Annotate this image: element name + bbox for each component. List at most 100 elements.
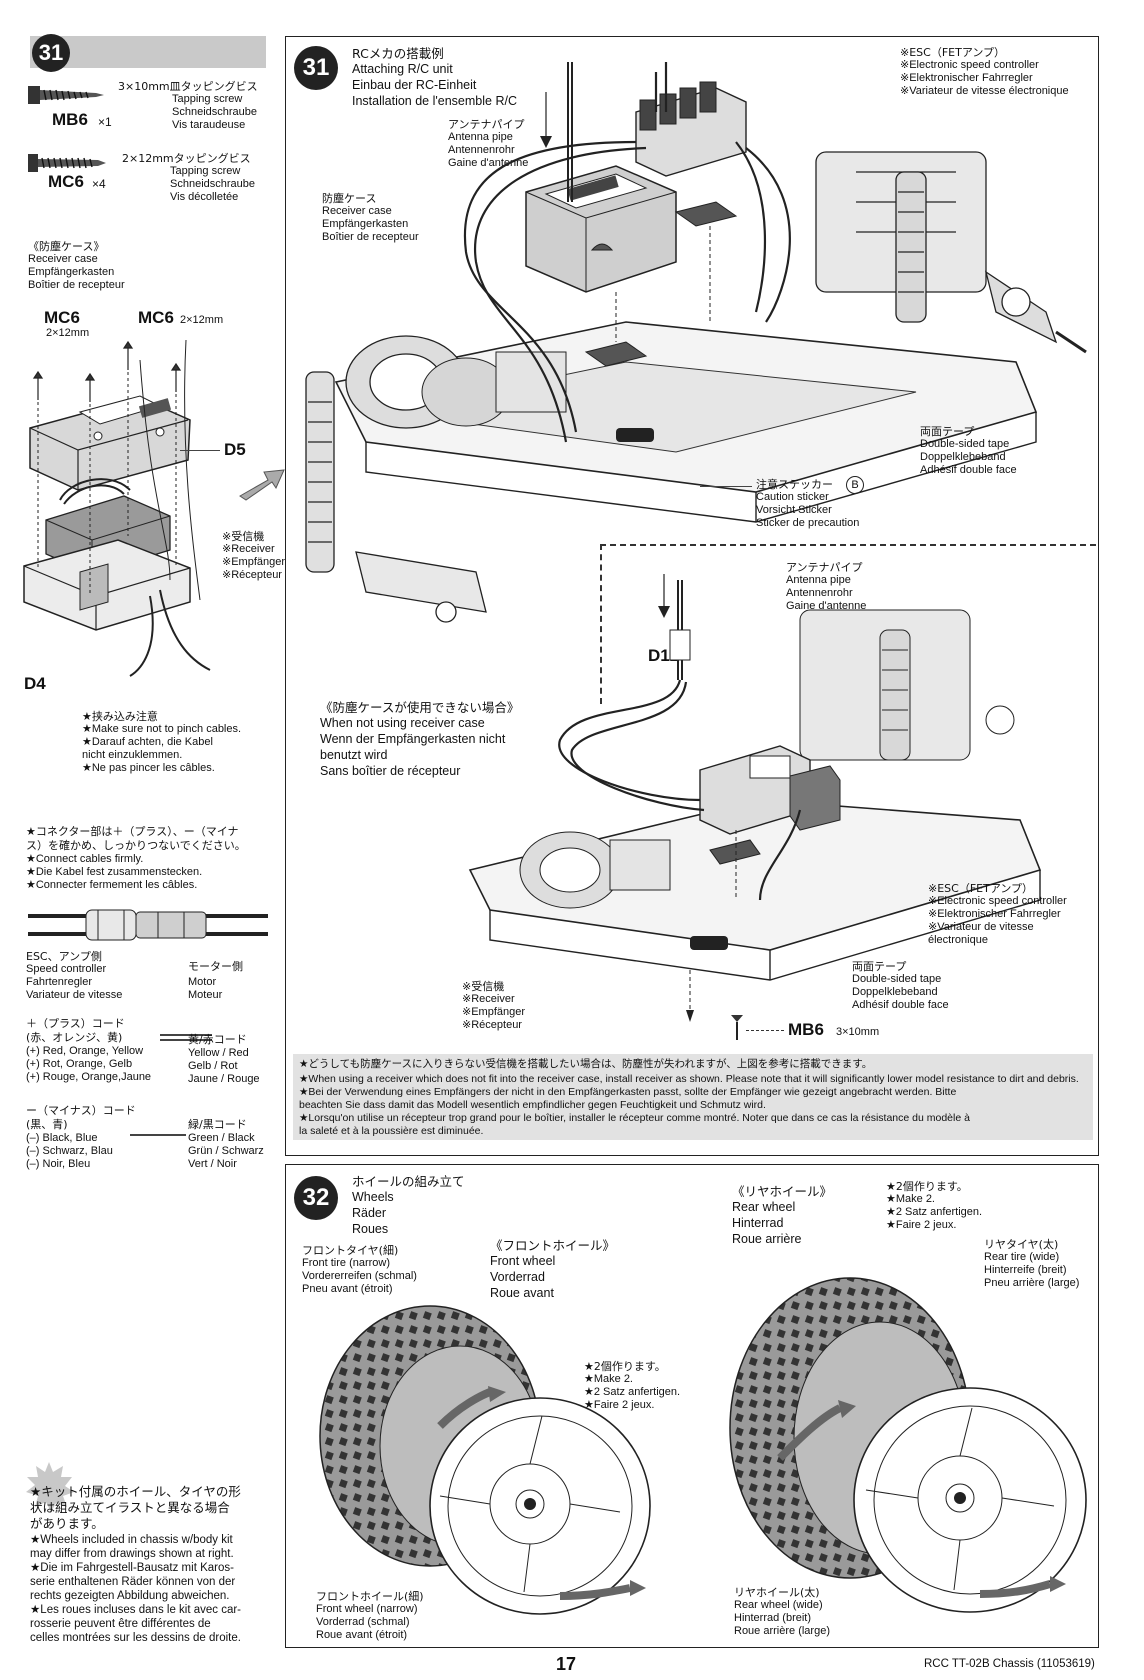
- mc6-name-en: Tapping screw: [170, 165, 241, 177]
- step31-title-fr: Installation de l'ensemble R/C: [352, 94, 517, 108]
- plus-motor-jp: 黄/赤コード: [188, 1033, 247, 1046]
- front-tire-jp: フロントタイヤ(細): [302, 1244, 399, 1257]
- front-wheel-fr: Roue avant (étroit): [316, 1629, 408, 1641]
- rear-wheel-head-fr: Roue arrière: [732, 1232, 802, 1246]
- pinch-note-de2: nicht einzuklemmen.: [82, 749, 183, 761]
- receiver-case-en: Receiver case: [28, 253, 98, 265]
- esc-label-de: ※Elektronischer Fahrregler: [900, 72, 1033, 84]
- rear-tire-de: Hinterreife (breit): [984, 1264, 1067, 1276]
- step32-badge: 32: [294, 1176, 338, 1220]
- minus-motor-fr: Vert / Noir: [188, 1158, 237, 1170]
- plus-cord-fr: (+) Rouge, Orange,Jaune: [26, 1071, 152, 1083]
- front-wheel-head-de: Vorderrad: [490, 1270, 545, 1284]
- front-tire-fr: Pneu avant (étroit): [302, 1283, 393, 1295]
- make2-rear-fr: ★Faire 2 jeux.: [886, 1219, 957, 1231]
- esc-side-de: Fahrtenregler: [26, 976, 93, 988]
- make2-front-jp: ★2個作ります。: [584, 1360, 666, 1373]
- wheel-variation-note: ★キット付属のホイール、タイヤの形 状は組み立てイラストと異なる場合 があります…: [26, 1480, 266, 1680]
- alt-esc-de: ※Elektronischer Fahrregler: [928, 908, 1061, 920]
- tape-label-en: Double-sided tape: [920, 438, 1010, 450]
- receiver-note-fr1: ★Lorsqu'on utilise un récepteur trop gra…: [299, 1112, 970, 1124]
- tape-label-fr: Adhésif double face: [920, 464, 1017, 476]
- sticker-label-jp: 注意ステッカー: [756, 478, 833, 491]
- rear-tire-jp: リヤタイヤ(太): [984, 1238, 1059, 1251]
- rear-wheel-head-jp: 《リヤホイール》: [732, 1184, 833, 1199]
- mb6-name-fr: Vis taraudeuse: [172, 119, 246, 131]
- minus-motor-jp: 緑/黒コード: [188, 1118, 247, 1131]
- case-label-jp: 防塵ケース: [322, 192, 377, 205]
- plus-link-line: [160, 1034, 212, 1036]
- step32-title-en: Wheels: [352, 1190, 394, 1204]
- receiver-note-en: ★When using a receiver which does not fi…: [299, 1073, 1079, 1085]
- receiver-note-de2: beachten Sie dass damit das Modell wesen…: [299, 1099, 766, 1111]
- make2-rear-en: ★Make 2.: [886, 1193, 935, 1205]
- mb6-qty: ×1: [98, 115, 112, 129]
- side-note-fr1: ★Les roues incluses dans le kit avec car…: [30, 1604, 242, 1616]
- side-note-jp3: があります。: [30, 1516, 104, 1531]
- alt-separator-left: [600, 544, 602, 704]
- mb6-alt-size: 3×10mm: [836, 1026, 880, 1038]
- mb6-alt-code: MB6: [788, 1020, 824, 1039]
- receiver-label-jp: ※受信機: [222, 530, 265, 543]
- sticker-leader-line: [700, 486, 752, 487]
- step32-title-jp: ホイールの組み立て: [352, 1174, 465, 1189]
- plus-motor-en: Yellow / Red: [188, 1047, 249, 1059]
- alt-esc-fr1: ※Variateur de vitesse: [928, 921, 1034, 933]
- alt-esc-en: ※Electronic speed controller: [928, 895, 1067, 907]
- mc6-right-code: MC6: [138, 308, 174, 327]
- receiver-note-box: ★どうしても防塵ケースに入りきらない受信機を搭載したい場合は、防塵性が失われます…: [293, 1054, 1093, 1140]
- front-wheel-head-en: Front wheel: [490, 1254, 556, 1268]
- make2-rear-jp: ★2個作ります。: [886, 1180, 968, 1193]
- document-title: RCC TT-02B Chassis (11053619): [924, 1658, 1095, 1670]
- tape-label-de: Doppelklebeband: [920, 451, 1006, 463]
- mc6-right-size: 2×12mm: [180, 314, 224, 326]
- front-tire-wheel-illustration: [319, 1305, 651, 1615]
- tape-label-jp: 両面テープ: [920, 425, 975, 438]
- step32-title-de: Räder: [352, 1206, 387, 1220]
- front-tire-de: Vordererreifen (schmal): [302, 1270, 417, 1282]
- mb6-leader-line: [746, 1030, 784, 1031]
- d4-label: D4: [24, 674, 46, 693]
- chassis-with-receiver-case-illustration: [305, 62, 1087, 623]
- step31-title-de: Einbau der RC-Einheit: [352, 78, 477, 92]
- mb6-size-jp: 3×10mm皿タッピングビス: [118, 80, 258, 93]
- connect-note-en: ★Connect cables firmly.: [26, 853, 144, 865]
- alt-tape-fr: Adhésif double face: [852, 999, 949, 1011]
- alt-tape-en: Double-sided tape: [852, 973, 942, 985]
- mb6-code: MB6: [52, 110, 88, 129]
- minus-link-line: [130, 1134, 186, 1136]
- no-case-fr: Sans boîtier de récepteur: [320, 764, 461, 778]
- minus-motor-de: Grün / Schwarz: [188, 1145, 264, 1157]
- side-note-de3: rechts gezeigten Abbildung abweichen.: [30, 1590, 230, 1602]
- step31-main-panel: [285, 36, 1099, 1156]
- mc6-size-jp: 2×12mmタッピングビス: [122, 152, 251, 165]
- motor-side-en: Motor: [188, 976, 217, 988]
- pinch-note-fr: ★Ne pas pincer les câbles.: [82, 762, 215, 774]
- receiver-label-de: ※Empfänger: [222, 556, 286, 568]
- mb6-name-en: Tapping screw: [172, 93, 243, 105]
- mc6-name-de: Schneidschraube: [170, 178, 256, 190]
- side-note-en1: ★Wheels included in chassis w/body kit: [30, 1534, 233, 1546]
- receiver-case-fr: Boîtier de recepteur: [28, 279, 125, 291]
- esc-label-jp: ※ESC（FETアンプ）: [900, 46, 1006, 59]
- alt-antenna-en: Antenna pipe: [786, 574, 851, 586]
- step32-panel: [285, 1164, 1099, 1648]
- no-case-de1: Wenn der Empfängerkasten nicht: [320, 732, 506, 746]
- esc-side-jp: ESC、アンプ側: [26, 950, 102, 963]
- rear-wheel-fr: Roue arrière (large): [734, 1625, 830, 1637]
- alt-esc-jp: ※ESC（FETアンプ）: [928, 882, 1034, 895]
- minus-motor-en: Green / Black: [188, 1132, 255, 1144]
- alt-antenna-jp: アンテナパイプ: [786, 561, 863, 574]
- antenna-label-de: Antennenrohr: [448, 144, 515, 156]
- antenna-label-jp: アンテナパイプ: [448, 118, 525, 131]
- minus-cord-de: (–) Schwarz, Blau: [26, 1145, 113, 1157]
- alt-separator-top: [600, 544, 1096, 546]
- front-wheel-en: Front wheel (narrow): [316, 1603, 418, 1615]
- rear-wheel-en: Rear wheel (wide): [734, 1599, 823, 1611]
- rear-wheel-de: Hinterrad (breit): [734, 1612, 812, 1624]
- receiver-label-en: ※Receiver: [222, 543, 275, 555]
- step32-title-fr: Roues: [352, 1222, 389, 1236]
- front-wheel-de: Vorderrad (schmal): [316, 1616, 410, 1628]
- make2-rear-de: ★2 Satz anfertigen.: [886, 1206, 983, 1218]
- mc6-left-size: 2×12mm: [46, 327, 90, 339]
